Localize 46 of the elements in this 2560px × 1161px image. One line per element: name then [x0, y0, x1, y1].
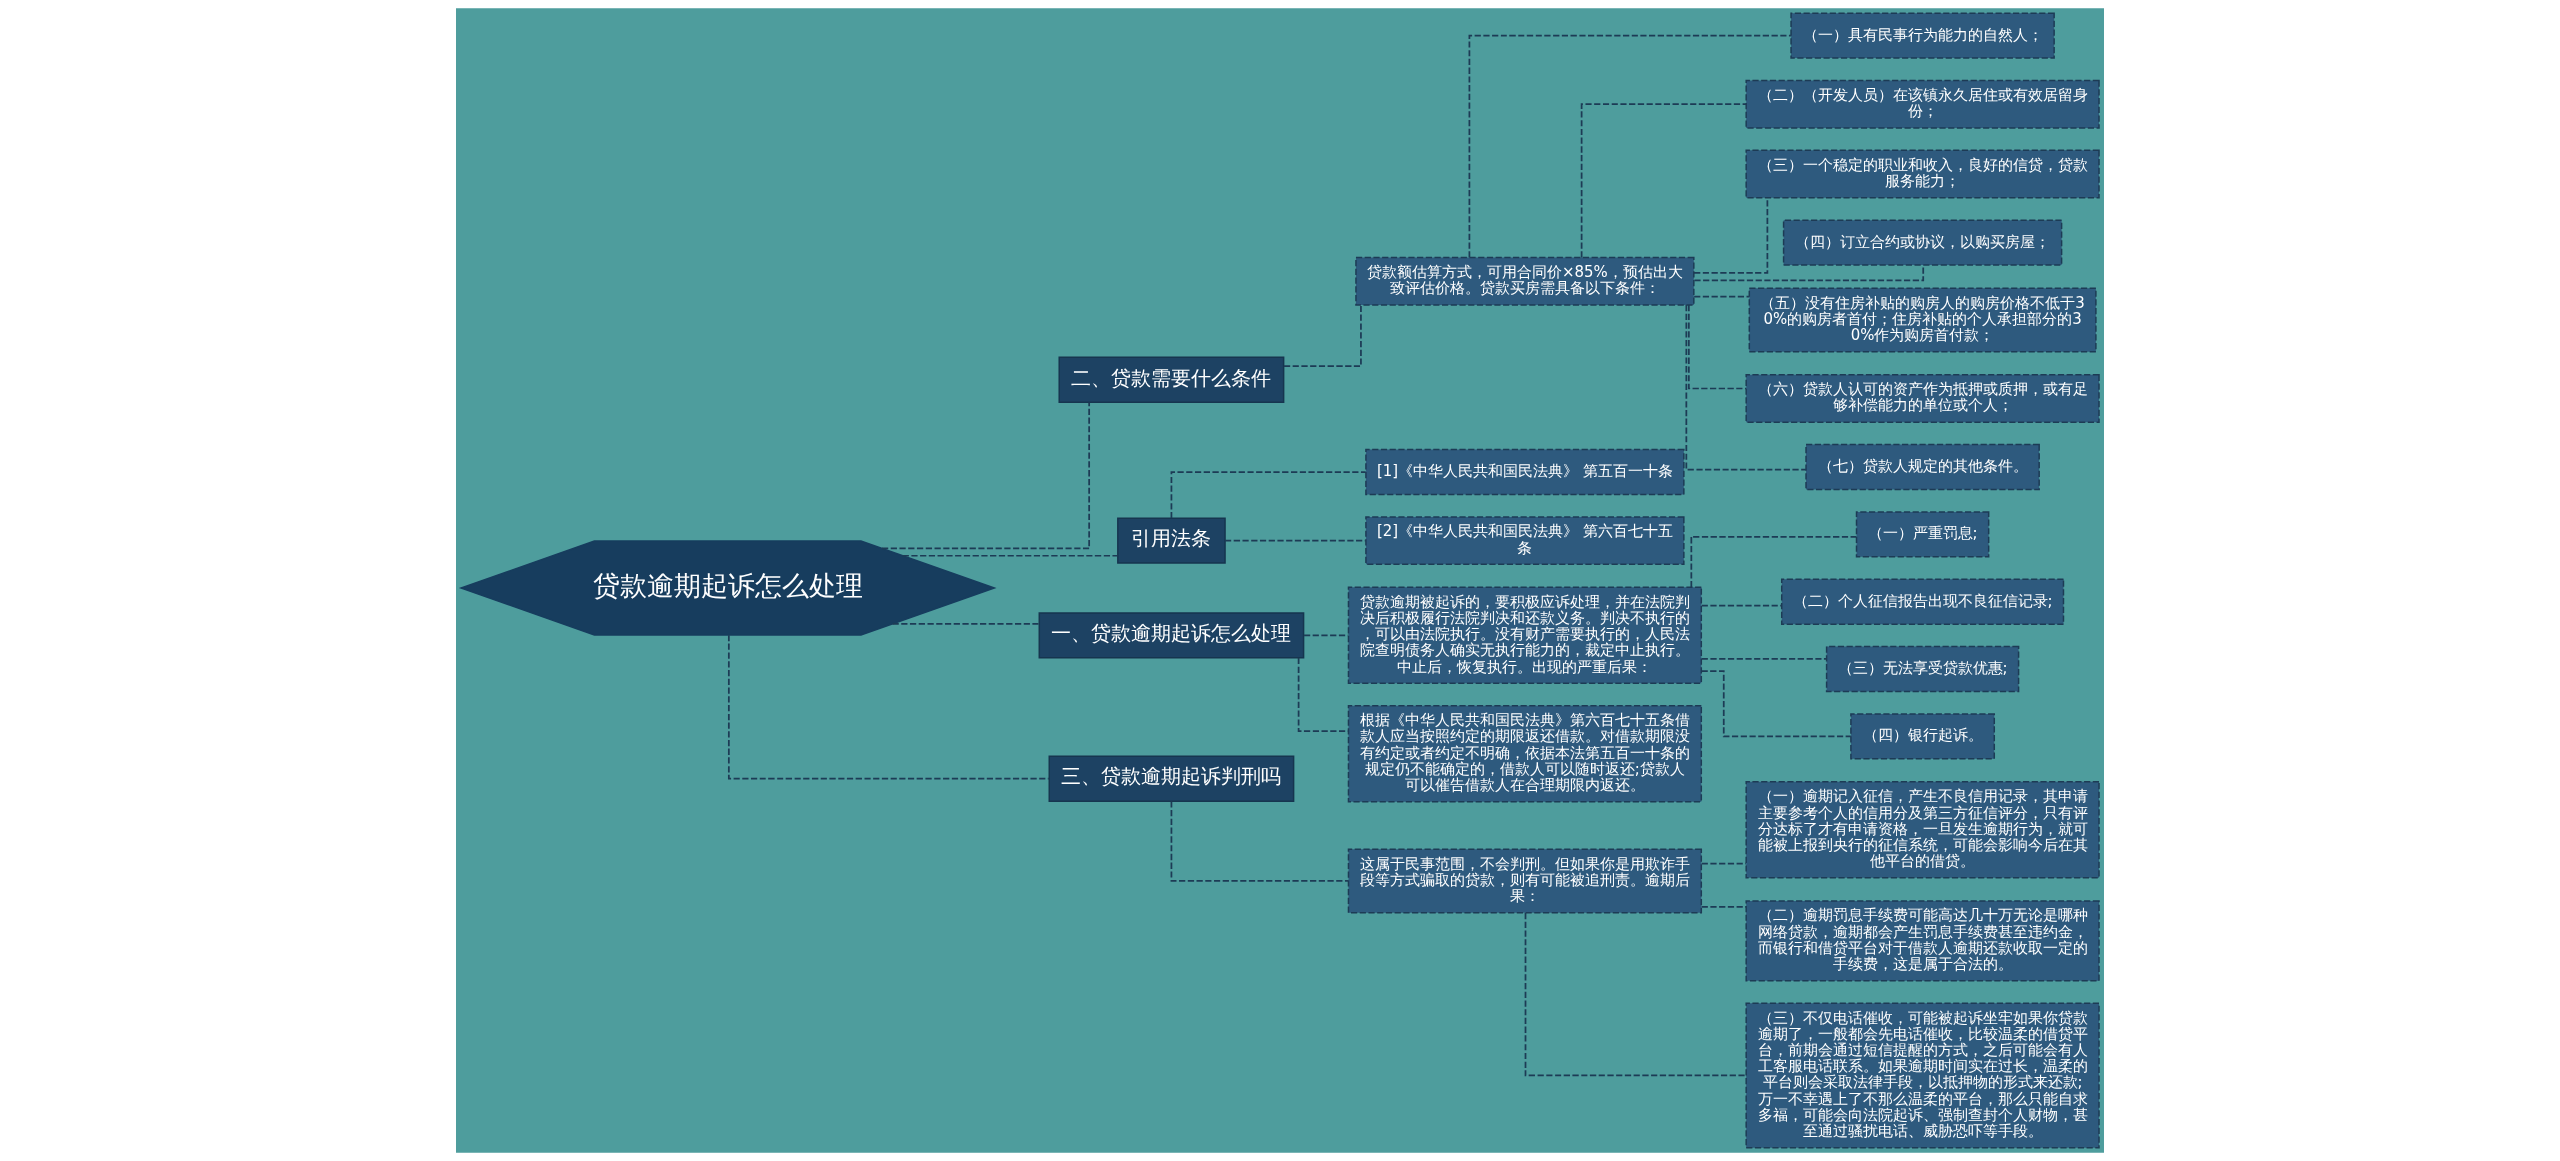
connector [1283, 304, 1362, 367]
connector [1170, 800, 1350, 882]
node-box: （二）逾期罚息手续费可能高达几十万无论是哪种网络贷款，逾期都会产生罚息手续费甚至违约金，而银行和借贷平台对于借款人逾期还款收取一定的手续费，这是属于合法的。 [1745, 900, 2100, 982]
node-box: 一、贷款逾期起诉怎么处理 [1038, 612, 1305, 659]
connector [727, 634, 1050, 780]
node-box: 引用法条 [1117, 517, 1226, 564]
connector [1524, 912, 1747, 1077]
connector [1693, 295, 1750, 298]
node-box: [2]《中华人民共和国民法典》 第六百七十五条 [1365, 516, 1685, 566]
connector [1700, 670, 1852, 738]
node-box: （三）不仅电话催收，可能被起诉坐牢如果你贷款逾期了，一般都会先电话催收，比较温柔的借贷平台，前期会通过短信提醒的方式，之后可能会有人工客服电话联系。如果逾期时间实在过长，温柔的平台则会采取法律手段，以抵押物的形式来还款;万一不幸遇上了不那么温柔的平台，那么只能自求多福，可能会向法院起诉、强制查封个人财物，甚至通过骚扰电话、威胁恐吓等手段。 [1745, 1002, 2100, 1149]
connector [1700, 657, 1828, 660]
connector [1700, 604, 1783, 607]
node-box: （二）个人征信报告出现不良征信记录; [1780, 578, 2065, 625]
node-box: 贷款逾期被起诉的，要积极应诉处理，并在法院判决后积极履行法院判决和还款义务。判决不执行的，可以由法院执行。没有财产需要执行的，人民法院查明债务人确实无执行能力的，裁定中止执行。中止后，恢复执行。出现的严重后果： [1347, 586, 1703, 685]
connector [901, 554, 1119, 557]
connector [881, 401, 1091, 550]
node-box: （一）具有民事行为能力的自然人； [1790, 12, 2055, 59]
connector [1685, 304, 1807, 471]
node-box: 贷款额估算方式，可用合同价×85%，预估出大致评估价格。贷款买房需具备以下条件： [1355, 256, 1695, 306]
node-box: （一）严重罚息; [1855, 511, 1990, 558]
node-box: （五）没有住房补贴的购房人的购房价格不低于30%的购房者首付；住房补贴的个人承担部分的30%作为购房首付款； [1748, 287, 2097, 353]
node-box: 根据《中华人民共和国民法典》第六百七十五条借款人应当按照约定的期限返还借款。对借款期限没有约定或者约定不明确，依据本法第五百一十条的规定仍不能确定的，借款人可以随时返还;贷款人可以催告借款人在合理期限内返还。 [1347, 705, 1703, 803]
node-box: （三）一个稳定的职业和收入，良好的信贷，贷款服务能力； [1745, 149, 2100, 199]
connector [1468, 34, 1792, 259]
node-box: （六）贷款人认可的资产作为抵押或质押，或有足够补偿能力的单位或个人； [1745, 374, 2100, 423]
node-box: 二、贷款需要什么条件 [1058, 356, 1285, 403]
node-box: （七）贷款人规定的其他条件。 [1805, 443, 2040, 491]
node-box: （二）（开发人员）在该镇永久居住或有效居留身份； [1745, 79, 2100, 129]
connector [891, 623, 1040, 625]
connector [1700, 862, 1747, 865]
connector [1700, 905, 1747, 908]
connector [1224, 539, 1367, 542]
node-box: （三）无法享受贷款优惠; [1825, 645, 2020, 693]
connector [1580, 103, 1747, 259]
node-box: [1]《中华人民共和国民法典》 第五百一十条 [1365, 448, 1685, 496]
node-box: 三、贷款逾期起诉判刑吗 [1048, 755, 1295, 802]
connector [1693, 264, 1925, 282]
connector [1170, 471, 1367, 520]
node-box: （一）逾期记入征信，产生不良信用记录，其申请主要参考个人的信用分及第三方征信评分，只有评分达标了才有申请资格，一旦发生逾期行为，就可能被上报到央行的征信系统，可能会影响今后在其他平台的借贷。 [1745, 781, 2100, 879]
connector [1690, 536, 1858, 589]
node-box: （四）银行起诉。 [1850, 713, 1996, 760]
connector [1687, 304, 1747, 390]
node-box: （四）订立合约或协议，以购买房屋； [1782, 219, 2063, 266]
connector [1693, 197, 1769, 274]
node-box: 这属于民事范围，不会判刑。但如果你是用欺诈手段等方式骗取的贷款，则有可能被追刑责。逾期后果： [1347, 848, 1703, 914]
